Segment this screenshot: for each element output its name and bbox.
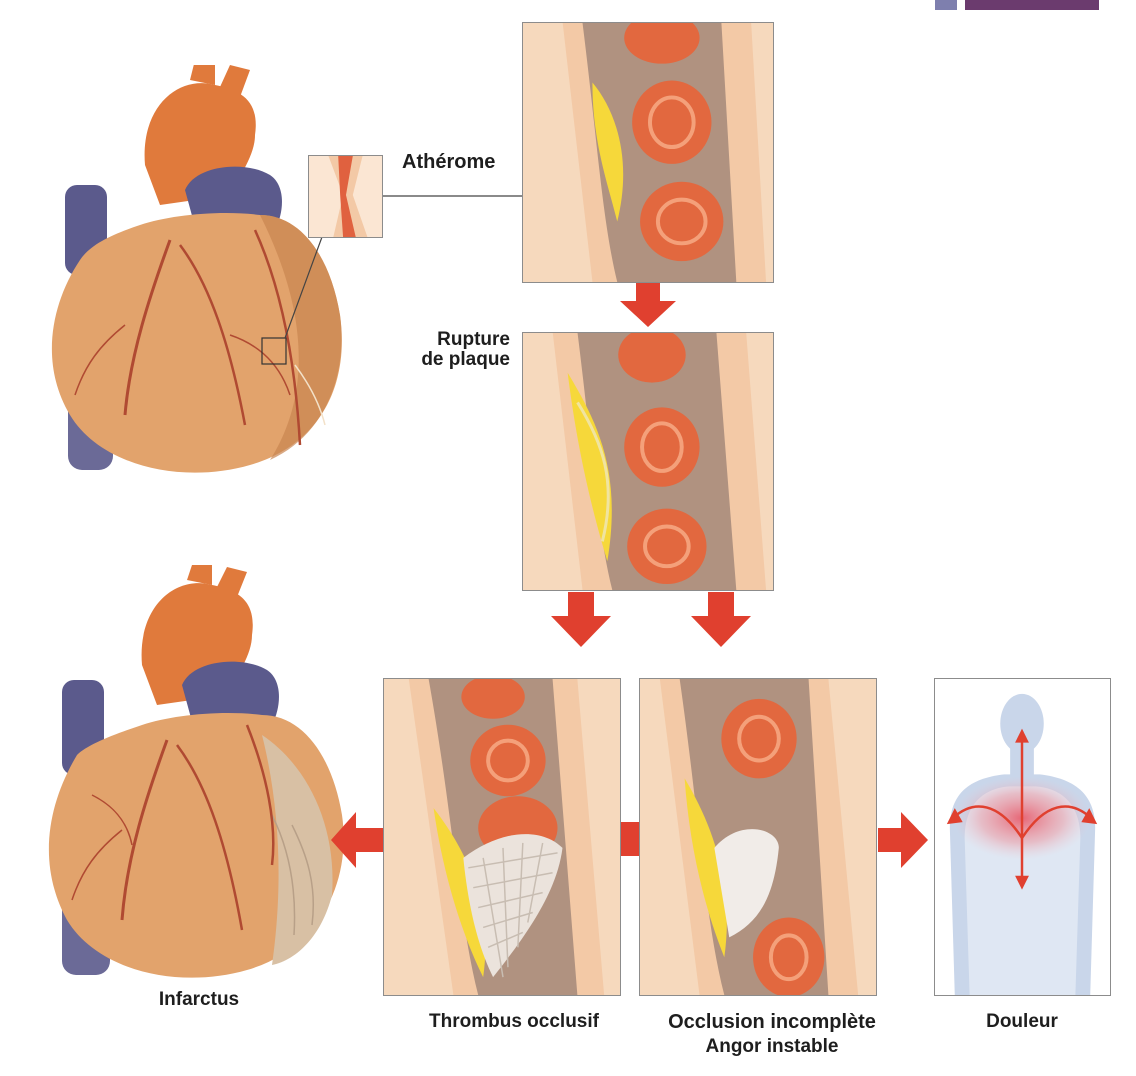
- panel-rupture-de-plaque: [522, 332, 774, 591]
- label-atherome: Athérome: [402, 151, 496, 173]
- arrow-right-douleur: [878, 812, 928, 868]
- label-rupture-line2: de plaque: [421, 348, 510, 370]
- heart-illustration-top: [51, 65, 342, 473]
- panel-thrombus-occlusif: [383, 678, 621, 996]
- artery-zoom-inset: [308, 155, 383, 238]
- arrow-down-1: [620, 283, 676, 327]
- panel-atherome: [522, 22, 774, 283]
- label-occlusion-line1: Occlusion incomplète: [668, 1011, 876, 1033]
- panel-douleur: [934, 678, 1111, 996]
- arrow-left-infarctus: [331, 812, 385, 868]
- label-thrombus-occlusif: Thrombus occlusif: [429, 1011, 599, 1032]
- label-occlusion-line2: Angor instable: [705, 1036, 839, 1057]
- corner-tab-small: [935, 0, 957, 10]
- label-douleur: Douleur: [986, 1011, 1058, 1032]
- label-rupture-de-plaque: Rupture de plaque: [395, 330, 510, 370]
- arrow-down-3: [691, 592, 751, 647]
- corner-tab-large: [965, 0, 1099, 10]
- panel-occlusion-incomplete: [639, 678, 877, 996]
- arrow-down-2: [551, 592, 611, 647]
- label-rupture-line1: Rupture: [437, 329, 510, 350]
- label-infarctus: Infarctus: [158, 989, 240, 1010]
- label-occlusion-incomplete: Occlusion incomplète Angor instable: [668, 1012, 876, 1057]
- connector-thrombus-occlusion: [621, 822, 639, 856]
- heart-illustration-infarctus: [48, 565, 344, 978]
